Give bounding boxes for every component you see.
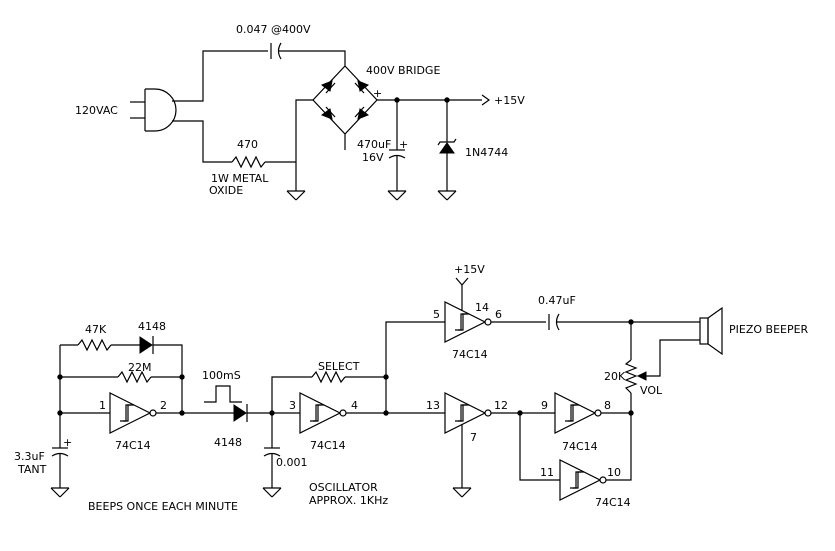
timer-cap-plus: + xyxy=(63,436,72,449)
driver-gate-top xyxy=(444,301,492,343)
coupling-cap-label: 0.47uF xyxy=(538,294,576,307)
series-capacitor-label: 0.047 @400V xyxy=(236,23,311,36)
pulse-width-label: 100mS xyxy=(202,369,241,382)
oscillator-capacitor xyxy=(263,413,281,488)
resistor-select xyxy=(311,370,346,384)
supply-arrow xyxy=(481,94,491,106)
oscillator-gate xyxy=(299,392,347,434)
oscillator-section: SELECT 74C14 3 4 0.001 OSCILLATOR APPROX… xyxy=(262,321,445,507)
pin-14-label: 14 xyxy=(475,301,489,314)
ground-symbol xyxy=(387,190,407,201)
pulse-waveform-icon xyxy=(204,385,242,403)
filter-cap-value: 470uF xyxy=(357,138,391,151)
oscillator-caption-line1: OSCILLATOR xyxy=(309,481,378,494)
driver-gate-11-10 xyxy=(559,459,607,501)
driver-gate-9-8 xyxy=(554,392,602,434)
bridge-rectifier xyxy=(312,65,378,135)
pot-value-label: 20K xyxy=(604,370,626,383)
inverter-gate xyxy=(109,392,157,434)
resistor-470 xyxy=(231,155,266,169)
oscillator-cap-label: 0.001 xyxy=(276,456,308,469)
driver-gate-middle xyxy=(444,392,492,434)
timer-caption: BEEPS ONCE EACH MINUTE xyxy=(88,500,238,513)
bridge-label: 400V BRIDGE xyxy=(366,64,440,77)
pin-1-label: 1 xyxy=(99,399,106,412)
timer-section: 47K 4148 22M 74C14 1 2 + 3.3uF xyxy=(14,320,238,513)
select-label: SELECT xyxy=(318,360,360,373)
pin-6-label: 6 xyxy=(495,308,502,321)
driver-supply-arrow xyxy=(455,277,469,311)
pin-2-label: 2 xyxy=(160,399,167,412)
pin-3-label: 3 xyxy=(289,399,296,412)
pin-4-label: 4 xyxy=(351,399,358,412)
pulse-diode xyxy=(233,404,248,422)
pin-11-label: 11 xyxy=(540,466,554,479)
pot-label: VOL xyxy=(640,384,663,397)
ground-symbol xyxy=(50,487,70,498)
driver-gate-98-label: 74C14 xyxy=(562,440,598,453)
piezo-beeper-icon xyxy=(699,306,723,356)
filter-cap-voltage: 16V xyxy=(362,151,384,164)
timer-diode-label: 4148 xyxy=(138,320,166,333)
timer-gate-label: 74C14 xyxy=(115,439,151,452)
oscillator-caption-line2: APPROX. 1KHz xyxy=(309,494,388,507)
pin-13-label: 13 xyxy=(426,399,440,412)
resistor-22m-label: 22M xyxy=(128,361,152,374)
resistor-note-line1: 1W METAL xyxy=(211,172,269,185)
resistor-470-label: 470 xyxy=(237,138,258,151)
ac-input-label: 120VAC xyxy=(75,104,118,117)
pin-12-label: 12 xyxy=(494,399,508,412)
timer-cap-type: TANT xyxy=(17,463,47,476)
pin-10-label: 10 xyxy=(607,466,621,479)
timer-capacitor: + xyxy=(51,413,72,488)
resistor-note-line2: OXIDE xyxy=(209,184,243,197)
filter-capacitor: + xyxy=(388,100,408,191)
pulse-diode-label: 4148 xyxy=(214,436,242,449)
volume-pot xyxy=(624,359,638,394)
driver-section: +15V 74C14 5 6 14 0.47uF 13 12 7 xyxy=(426,263,809,509)
ground-symbol xyxy=(262,487,282,498)
pot-wiper-icon xyxy=(636,339,700,381)
timer-cap-value: 3.3uF xyxy=(14,450,45,463)
junction-dot xyxy=(179,374,185,380)
pulse-section: 100mS 4148 xyxy=(202,369,300,449)
pin-9-label: 9 xyxy=(541,399,548,412)
driver-gate-top-label: 74C14 xyxy=(452,348,488,361)
pin-7-label: 7 xyxy=(470,431,477,444)
ground-symbol xyxy=(286,190,306,201)
power-supply-section: 120VAC 0.047 @400V 470 1W METAL OXIDE 40 xyxy=(75,23,525,201)
zener-label: 1N4744 xyxy=(465,146,508,159)
pin-8-label: 8 xyxy=(604,399,611,412)
resistor-47k xyxy=(77,338,112,352)
junction-dot xyxy=(57,374,63,380)
driver-gate-1110-label: 74C14 xyxy=(595,496,631,509)
timer-diode xyxy=(139,336,154,354)
supply-out-label: +15V xyxy=(494,94,525,107)
ground-symbol xyxy=(452,487,472,498)
ac-plug xyxy=(130,88,177,132)
oscillator-gate-label: 74C14 xyxy=(310,439,346,452)
zener-diode xyxy=(437,100,457,191)
resistor-22m xyxy=(117,370,152,384)
pin-5-label: 5 xyxy=(433,308,440,321)
bridge-plus-label: + xyxy=(373,87,382,100)
junction-dot xyxy=(179,410,185,416)
ground-symbol xyxy=(437,190,457,201)
piezo-beeper-label: PIEZO BEEPER xyxy=(729,323,809,336)
resistor-47k-label: 47K xyxy=(85,323,107,336)
driver-supply-label: +15V xyxy=(454,263,485,276)
svg-text:+: + xyxy=(399,138,408,151)
